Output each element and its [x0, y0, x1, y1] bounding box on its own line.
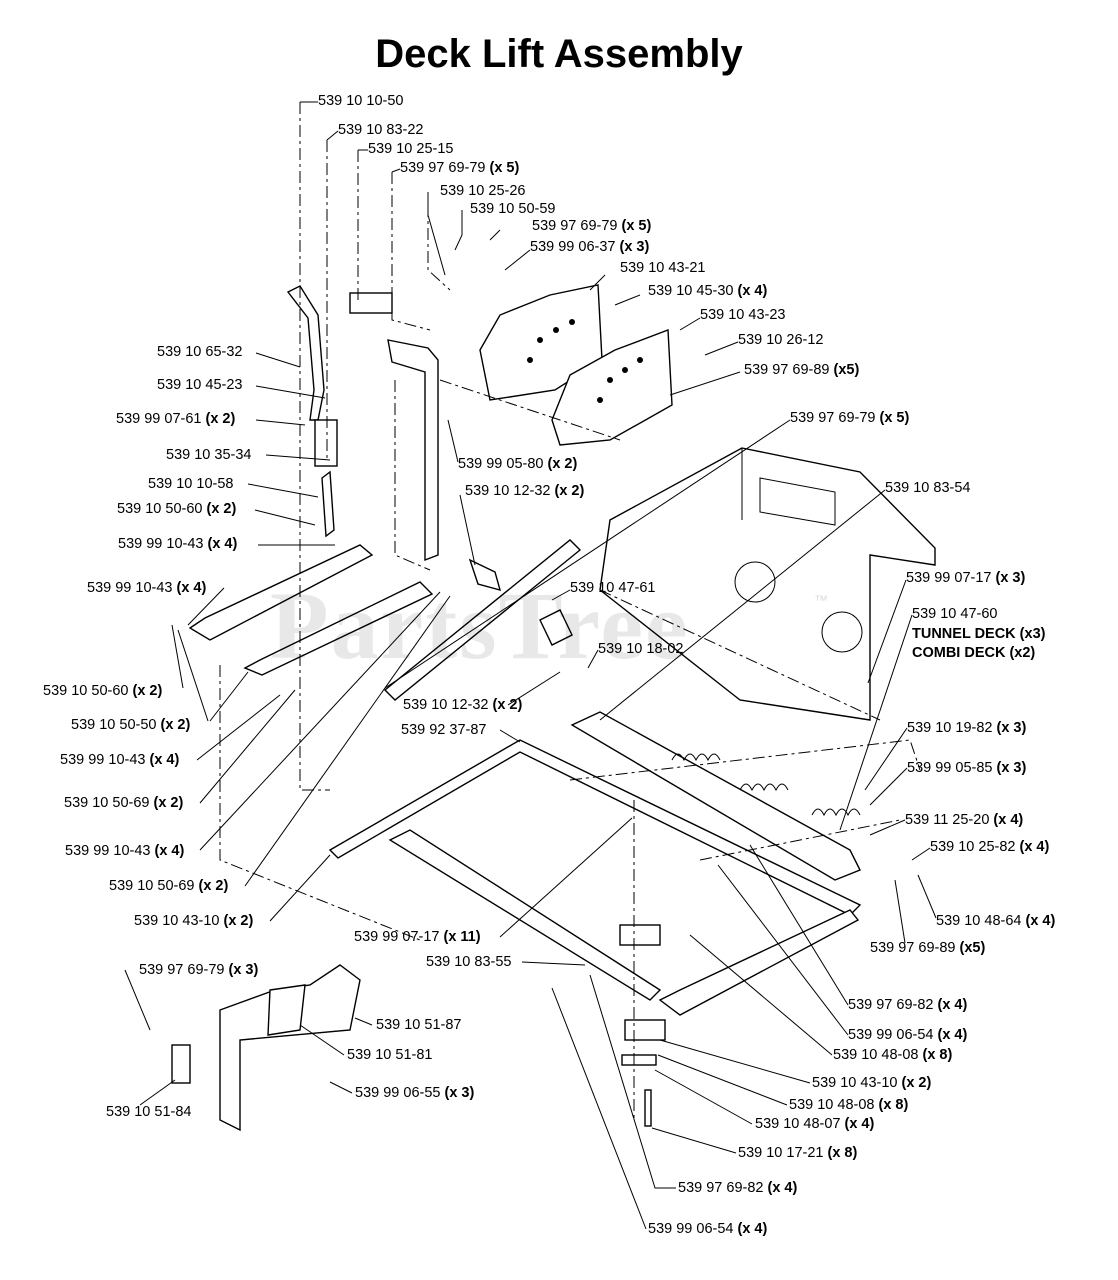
page-title: Deck Lift Assembly [375, 32, 743, 76]
link-bars [188, 544, 502, 676]
note-tunnel-deck: TUNNEL DECK (x3) [912, 626, 1046, 642]
pedal-arm [349, 292, 439, 562]
guide-lines [219, 102, 921, 1120]
callout-p3: 539 10 25-15 [368, 141, 454, 157]
bottom-clamps [619, 924, 666, 1127]
side-plates [479, 284, 673, 446]
callout-p21: 539 10 12-32 (x 2) [465, 483, 585, 499]
callout-p31: 539 10 12-32 (x 2) [403, 697, 523, 713]
callout-p7: 539 97 69-79 (x 5) [532, 218, 652, 234]
springs [671, 753, 861, 817]
callout-p60: 539 99 06-54 (x 4) [648, 1221, 768, 1237]
callout-p46: 539 10 83-55 [426, 954, 512, 970]
callout-p13: 539 10 65-32 [157, 344, 243, 360]
callout-p20: 539 10 10-58 [148, 476, 234, 492]
callout-p53: 539 99 06-55 (x 3) [355, 1085, 475, 1101]
callout-p2: 539 10 83-22 [338, 122, 424, 138]
callout-p24: 539 99 10-43 (x 4) [118, 536, 238, 552]
callout-p4: 539 97 69-79 (x 5) [400, 160, 520, 176]
callout-p8: 539 99 06-37 (x 3) [530, 239, 650, 255]
callout-p26: 539 10 47-61 [570, 580, 656, 596]
callout-p41: 539 10 50-69 (x 2) [109, 878, 229, 894]
callout-p17: 539 99 07-61 (x 2) [116, 411, 236, 427]
callout-p52: 539 10 48-08 (x 8) [833, 1047, 953, 1063]
callout-p59: 539 97 69-82 (x 4) [678, 1180, 798, 1196]
callout-p38: 539 11 25-20 (x 4) [905, 812, 1024, 828]
note-combi-deck: COMBI DECK (x2) [912, 645, 1036, 661]
callout-p36: 539 99 05-85 (x 3) [907, 760, 1027, 776]
leader-lines [124, 101, 937, 1230]
callout-p12: 539 10 26-12 [738, 332, 824, 348]
callout-p44: 539 99 07-17 (x 11) [354, 929, 481, 945]
callout-p14: 539 97 69-89 (x5) [744, 362, 860, 378]
callout-p32: 539 10 50-50 (x 2) [71, 717, 191, 733]
callout-p10: 539 10 45-30 (x 4) [648, 283, 768, 299]
callout-p1: 539 10 10-50 [318, 93, 404, 109]
watermark: PartsTree [270, 572, 690, 679]
lift-shafts [328, 711, 862, 1016]
callout-p51: 539 10 51-81 [347, 1047, 433, 1063]
callout-p50: 539 99 06-54 (x 4) [848, 1027, 968, 1043]
watermark-trademark: ™ [814, 592, 828, 608]
lift-handle [286, 285, 338, 538]
callout-p6: 539 10 50-59 [470, 201, 556, 217]
callout-p40: 539 99 10-43 (x 4) [65, 843, 185, 859]
callout-p42: 539 10 48-64 (x 4) [936, 913, 1056, 929]
callout-p5: 539 10 25-26 [440, 183, 526, 199]
callout-p9: 539 10 43-21 [620, 260, 706, 276]
callout-p19: 539 99 05-80 (x 2) [458, 456, 578, 472]
lift-bar [383, 539, 582, 701]
callout-p45: 539 97 69-89 (x5) [870, 940, 986, 956]
callout-p43: 539 10 43-10 (x 2) [134, 913, 254, 929]
callout-p34: 539 10 19-82 (x 3) [907, 720, 1027, 736]
callout-p27: 539 99 10-43 (x 4) [87, 580, 207, 596]
callout-p29: 539 10 18-02 [598, 641, 684, 657]
callout-p49: 539 10 51-87 [376, 1017, 462, 1033]
callout-p37: 539 10 50-69 (x 2) [64, 795, 184, 811]
callout-p22: 539 10 83-54 [885, 480, 971, 496]
callout-p25: 539 99 07-17 (x 3) [906, 570, 1026, 586]
callout-p16: 539 97 69-79 (x 5) [790, 410, 910, 426]
callout-p23: 539 10 50-60 (x 2) [117, 501, 237, 517]
callout-p57: 539 10 48-07 (x 4) [755, 1116, 875, 1132]
callout-p47: 539 97 69-79 (x 3) [139, 962, 259, 978]
callout-p55: 539 10 51-84 [106, 1104, 192, 1120]
callout-p35: 539 99 10-43 (x 4) [60, 752, 180, 768]
callout-p30: 539 10 50-60 (x 2) [43, 683, 163, 699]
callout-p48: 539 97 69-82 (x 4) [848, 997, 968, 1013]
callout-p33: 539 92 37-87 [401, 722, 487, 738]
callout-p28: 539 10 47-60 [912, 606, 998, 622]
callout-p56: 539 10 48-08 (x 8) [789, 1097, 909, 1113]
callout-p11: 539 10 43-23 [700, 307, 786, 323]
callout-p15: 539 10 45-23 [157, 377, 243, 393]
callout-p58: 539 10 17-21 (x 8) [738, 1145, 858, 1161]
callout-p39: 539 10 25-82 (x 4) [930, 839, 1050, 855]
callout-p54: 539 10 43-10 (x 2) [812, 1075, 932, 1091]
bottom-bracket [171, 964, 361, 1132]
callout-p18: 539 10 35-34 [166, 447, 252, 463]
